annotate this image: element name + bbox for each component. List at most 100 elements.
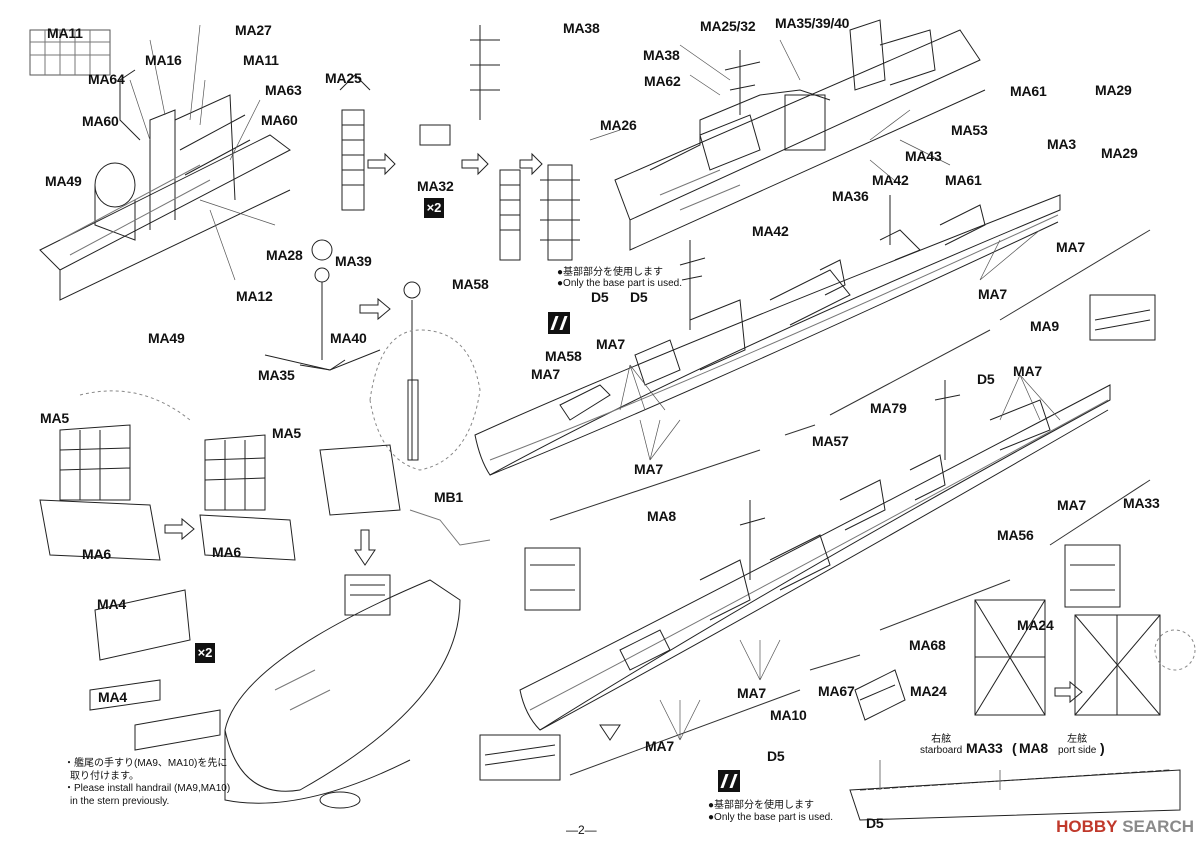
label-ma24: MA24 bbox=[1017, 617, 1054, 633]
label-ma39: MA39 bbox=[335, 253, 372, 269]
label-ma7-i: MA7 bbox=[645, 738, 674, 754]
label-ma25: MA25 bbox=[325, 70, 362, 86]
label-ma26: MA26 bbox=[600, 117, 637, 133]
label-starboard: 右舷 starboard bbox=[920, 734, 963, 756]
label-ma6: MA6 bbox=[82, 546, 111, 562]
label-ma38-b: MA38 bbox=[643, 47, 680, 63]
note-stern-en-1: ・Please install handrail (MA9,MA10) bbox=[64, 783, 231, 794]
watermark: HOBBY SEARCH bbox=[1056, 817, 1194, 836]
label-ma68: MA68 bbox=[909, 637, 946, 653]
note-stern-jp-1: ・艦尾の手すり(MA9、MA10)を先に bbox=[64, 758, 228, 769]
label-ma62: MA62 bbox=[644, 73, 681, 89]
label-ma42: MA42 bbox=[872, 172, 909, 188]
label-ma33-bottom: MA33 bbox=[966, 740, 1003, 756]
note-stern-jp-2: 取り付けます。 bbox=[70, 771, 139, 782]
label-ma7-c: MA7 bbox=[596, 336, 625, 352]
label-d5-c: D5 bbox=[977, 371, 995, 387]
railing-insets bbox=[479, 294, 1156, 781]
label-ma63: MA63 bbox=[265, 82, 302, 98]
label-ma29-b: MA29 bbox=[1101, 145, 1138, 161]
label-ma60-b: MA60 bbox=[261, 112, 298, 128]
label-ma61-b: MA61 bbox=[945, 172, 982, 188]
label-ma79: MA79 bbox=[870, 400, 907, 416]
label-ma29: MA29 bbox=[1095, 82, 1132, 98]
label-ma36: MA36 bbox=[832, 188, 869, 204]
label-mb1: MB1 bbox=[434, 489, 463, 505]
label-ma42-b: MA42 bbox=[752, 223, 789, 239]
antenna-parts bbox=[264, 239, 481, 471]
label-ma16: MA16 bbox=[145, 52, 182, 68]
label-ma27: MA27 bbox=[235, 22, 272, 38]
label-ma6-b: MA6 bbox=[212, 544, 241, 560]
boat-racks bbox=[39, 390, 491, 561]
ship-hull-2 bbox=[519, 380, 1111, 741]
paren-open: ( bbox=[1012, 740, 1017, 756]
ma24-frames bbox=[854, 599, 1196, 721]
label-ma67: MA67 bbox=[818, 683, 855, 699]
note-base-en: ●Only the base part is used. bbox=[557, 278, 682, 289]
label-d5-b: D5 bbox=[630, 289, 648, 305]
label-ma28: MA28 bbox=[266, 247, 303, 263]
label-ma35-39-40: MA35/39/40 bbox=[775, 15, 850, 31]
bridge-assembly bbox=[29, 29, 291, 301]
assembly-arrows bbox=[164, 152, 1083, 704]
label-ma64: MA64 bbox=[88, 71, 125, 87]
page-number: —2— bbox=[566, 823, 597, 837]
label-ma12: MA12 bbox=[236, 288, 273, 304]
stern-deck bbox=[89, 574, 461, 809]
side-elevation bbox=[849, 760, 1181, 821]
note-base-jp: ●基部部分を使用します bbox=[557, 267, 664, 278]
label-ma49: MA49 bbox=[45, 173, 82, 189]
mast-parts bbox=[339, 25, 580, 261]
label-ma7-d: MA7 bbox=[531, 366, 560, 382]
paren-close: ) bbox=[1100, 740, 1105, 756]
multiplier-x2-b: ×2 bbox=[195, 643, 215, 663]
label-ma24-b: MA24 bbox=[910, 683, 947, 699]
label-ma32: MA32 bbox=[417, 178, 454, 194]
label-d5-e: D5 bbox=[866, 815, 884, 831]
label-ma60: MA60 bbox=[82, 113, 119, 129]
leader-lines bbox=[129, 24, 1061, 741]
label-ma3: MA3 bbox=[1047, 136, 1076, 152]
label-ma57: MA57 bbox=[812, 433, 849, 449]
paint-badge-b bbox=[718, 770, 740, 792]
label-ma61: MA61 bbox=[1010, 83, 1047, 99]
label-ma53: MA53 bbox=[951, 122, 988, 138]
label-ma56: MA56 bbox=[997, 527, 1034, 543]
label-ma8-bottom: MA8 bbox=[1019, 740, 1048, 756]
label-ma11-b: MA11 bbox=[243, 52, 279, 68]
paint-badge bbox=[548, 312, 570, 334]
label-ma43: MA43 bbox=[905, 148, 942, 164]
label-ma4-b: MA4 bbox=[98, 689, 127, 705]
label-ma7-b: MA7 bbox=[978, 286, 1007, 302]
label-ma5-b: MA5 bbox=[272, 425, 301, 441]
label-ma7-e: MA7 bbox=[634, 461, 663, 477]
label-ma5: MA5 bbox=[40, 410, 69, 426]
label-ma7-f: MA7 bbox=[1013, 363, 1042, 379]
note-base-b-jp: ●基部部分を使用します bbox=[708, 800, 815, 811]
note-stern-en-2: in the stern previously. bbox=[70, 796, 170, 807]
label-ma10: MA10 bbox=[770, 707, 807, 723]
label-ma7: MA7 bbox=[1056, 239, 1085, 255]
label-d5-d: D5 bbox=[767, 748, 785, 764]
note-base-b-en: ●Only the base part is used. bbox=[708, 812, 833, 823]
label-ma4: MA4 bbox=[97, 596, 126, 612]
forward-superstructure-detail bbox=[614, 19, 986, 251]
label-ma33: MA33 bbox=[1123, 495, 1160, 511]
label-ma58: MA58 bbox=[452, 276, 489, 292]
multiplier-x2: ×2 bbox=[424, 198, 444, 218]
label-ma38: MA38 bbox=[563, 20, 600, 36]
label-ma25-32: MA25/32 bbox=[700, 18, 756, 34]
label-ma7-g: MA7 bbox=[1057, 497, 1086, 513]
ship-hull-1 bbox=[474, 194, 1061, 476]
label-ma58-b: MA58 bbox=[545, 348, 582, 364]
label-ma35: MA35 bbox=[258, 367, 295, 383]
label-ma11: MA11 bbox=[47, 25, 83, 41]
label-ma40: MA40 bbox=[330, 330, 367, 346]
label-ma7-h: MA7 bbox=[737, 685, 766, 701]
label-port-side: 左舷 port side bbox=[1058, 734, 1097, 756]
label-d5: D5 bbox=[591, 289, 609, 305]
label-ma9: MA9 bbox=[1030, 318, 1059, 334]
label-ma8: MA8 bbox=[647, 508, 676, 524]
